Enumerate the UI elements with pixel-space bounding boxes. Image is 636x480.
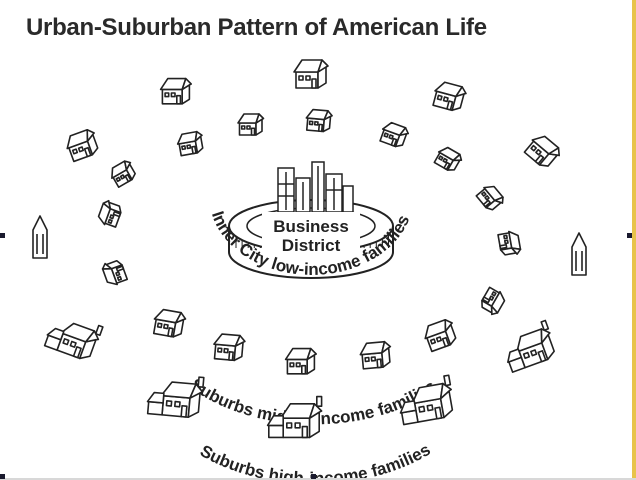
- house-icon: [159, 77, 193, 105]
- resize-handle-left[interactable]: [0, 233, 5, 238]
- resize-handle-right[interactable]: [627, 233, 632, 238]
- house-icon: [101, 259, 129, 286]
- house-icon: [43, 322, 104, 360]
- frame-edge: [632, 0, 636, 480]
- house-icon: [305, 108, 333, 133]
- house-icon: [571, 232, 587, 276]
- house-icon: [523, 135, 560, 167]
- house-icon: [146, 376, 205, 418]
- district-label-line1: Business: [273, 217, 349, 236]
- house-icon: [213, 333, 246, 362]
- house-icon: [152, 308, 187, 338]
- district-label-line2: District: [282, 236, 341, 255]
- house-icon: [359, 340, 392, 370]
- house-icon: [176, 130, 204, 157]
- resize-handle-bottom[interactable]: [311, 474, 316, 479]
- house-icon: [66, 128, 99, 163]
- house-icon: [111, 160, 136, 188]
- house-icon: [432, 81, 467, 112]
- skyline-icon: [277, 161, 354, 213]
- house-icon: [481, 286, 506, 316]
- house-icon: [433, 146, 463, 171]
- house-icon: [293, 59, 329, 89]
- frame-bottom: [0, 478, 636, 480]
- house-icon: [475, 185, 504, 211]
- business-district: Business District: [228, 161, 394, 279]
- diagram-title: Urban-Suburban Pattern of American Life: [26, 14, 487, 41]
- house-icon: [399, 374, 454, 426]
- house-icon: [497, 230, 522, 256]
- resize-handle-bottom-left[interactable]: [0, 474, 5, 479]
- house-icon: [32, 215, 48, 259]
- house-icon: [266, 395, 323, 439]
- house-icon: [507, 319, 555, 373]
- house-icon: [97, 199, 122, 228]
- house-icon: [284, 347, 318, 375]
- house-icon: [424, 318, 457, 353]
- house-icon: [237, 113, 265, 136]
- house-icon: [379, 121, 410, 148]
